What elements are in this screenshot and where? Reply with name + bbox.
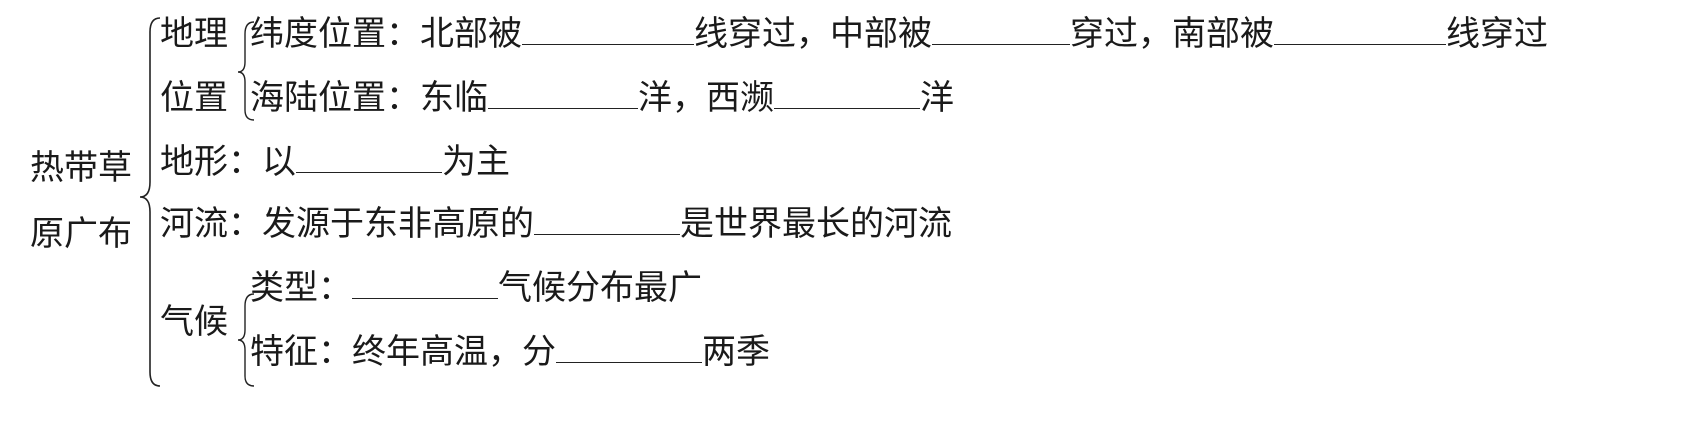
blank-east-ocean[interactable] [488, 78, 638, 109]
latitude-mid2: 穿过，南部被 [1070, 14, 1274, 54]
main-brace [139, 17, 161, 387]
climate-feature-suffix: 两季 [702, 332, 770, 372]
latitude-prefix: 纬度位置：北部被 [250, 14, 522, 54]
latitude-line: 纬度位置：北部被 线穿过，中部被 穿过，南部被 线穿过 [250, 14, 1548, 54]
geo-brace [237, 21, 255, 121]
main-title-line2: 原广布 [30, 214, 132, 254]
blank-west-ocean[interactable] [774, 78, 920, 109]
sea-suffix: 洋 [920, 78, 954, 118]
climate-type-line: 类型： 气候分布最广 [250, 268, 702, 308]
river-prefix: 河流：发源于东非高原的 [160, 204, 534, 244]
terrain-prefix: 地形：以 [160, 142, 296, 182]
terrain-line: 地形：以 为主 [160, 142, 510, 182]
climate-type-suffix: 气候分布最广 [498, 268, 702, 308]
terrain-suffix: 为主 [442, 142, 510, 182]
climate-label: 气候 [160, 302, 228, 342]
geo-label-line2: 位置 [160, 78, 228, 118]
blank-tropic-north[interactable] [522, 14, 694, 45]
sea-land-line: 海陆位置：东临 洋，西濒 洋 [250, 78, 954, 118]
latitude-suffix: 线穿过 [1446, 14, 1548, 54]
sea-prefix: 海陆位置：东临 [250, 78, 488, 118]
blank-terrain[interactable] [296, 142, 442, 173]
blank-climate-type[interactable] [352, 268, 498, 299]
climate-type-prefix: 类型： [250, 268, 352, 308]
climate-brace [237, 293, 255, 387]
geo-label-line1: 地理 [160, 14, 228, 54]
climate-feature-line: 特征：终年高温，分 两季 [250, 332, 770, 372]
blank-equator[interactable] [932, 14, 1070, 45]
blank-seasons[interactable] [556, 332, 702, 363]
river-suffix: 是世界最长的河流 [680, 204, 952, 244]
main-title-line1: 热带草 [30, 148, 132, 188]
blank-tropic-south[interactable] [1274, 14, 1446, 45]
river-line: 河流：发源于东非高原的 是世界最长的河流 [160, 204, 952, 244]
latitude-mid1: 线穿过，中部被 [694, 14, 932, 54]
sea-mid: 洋，西濒 [638, 78, 774, 118]
climate-feature-prefix: 特征：终年高温，分 [250, 332, 556, 372]
blank-river[interactable] [534, 204, 680, 235]
